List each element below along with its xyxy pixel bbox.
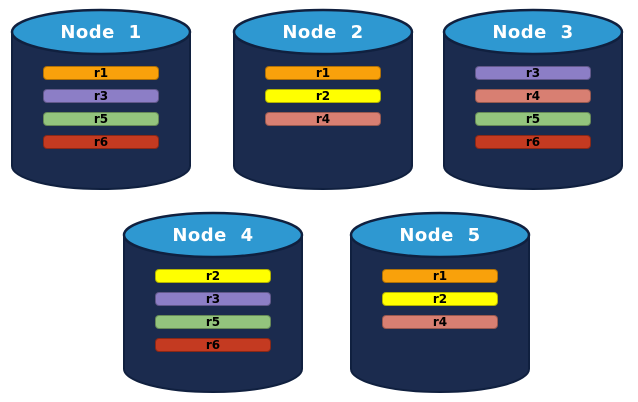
node-5-replica-r2: r2 (382, 292, 498, 306)
node-4-replica-r2: r2 (155, 269, 271, 283)
node-2-replica-r2: r2 (265, 89, 381, 103)
node-3-replica-r6: r6 (475, 135, 591, 149)
node-5-replica-r4: r4 (382, 315, 498, 329)
node-4-replica-r6: r6 (155, 338, 271, 352)
node-4-replica-r3: r3 (155, 292, 271, 306)
node-4-title: Node 4 (172, 224, 254, 246)
node-1-replica-r5: r5 (43, 112, 159, 126)
node-1-cylinder: Node 1 r1 r3 r5 r6 (10, 8, 192, 192)
node-3-title: Node 3 (492, 21, 574, 43)
node-3-replica-r5: r5 (475, 112, 591, 126)
node-1-replica-r3: r3 (43, 89, 159, 103)
node-1-replica-r6: r6 (43, 135, 159, 149)
node-5-replica-r1: r1 (382, 269, 498, 283)
node-5-title: Node 5 (399, 224, 481, 246)
node-2-replica-r4: r4 (265, 112, 381, 126)
node-3-replica-r3: r3 (475, 66, 591, 80)
node-2-replica-r1: r1 (265, 66, 381, 80)
node-5-cylinder: Node 5 r1 r2 r4 (349, 211, 531, 395)
node-2-cylinder: Node 2 r1 r2 r4 (232, 8, 414, 192)
node-4-cylinder: Node 4 r2 r3 r5 r6 (122, 211, 304, 395)
node-2-title: Node 2 (282, 21, 364, 43)
node-4-replica-r5: r5 (155, 315, 271, 329)
node-1-replica-r1: r1 (43, 66, 159, 80)
node-3-replica-r4: r4 (475, 89, 591, 103)
node-3-cylinder: Node 3 r3 r4 r5 r6 (442, 8, 624, 192)
node-1-title: Node 1 (60, 21, 142, 43)
